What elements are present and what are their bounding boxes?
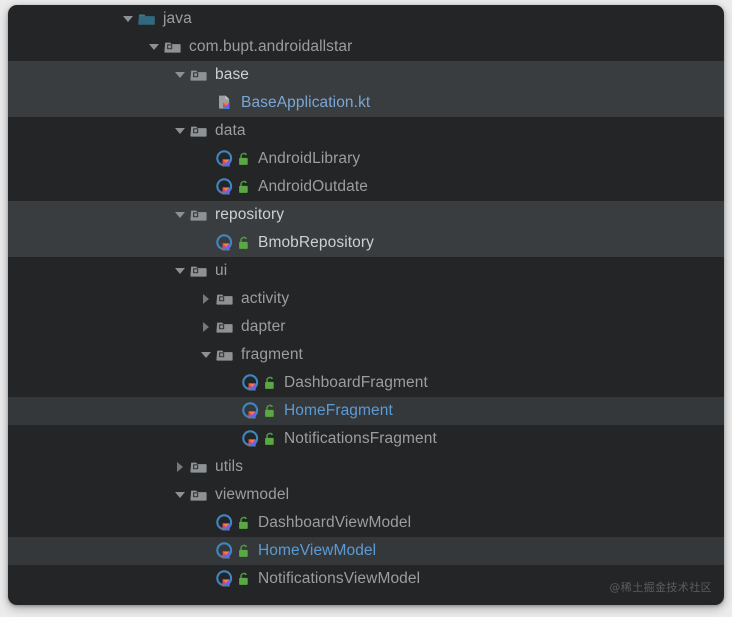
kotlin-class-icon [216, 178, 234, 196]
chevron-placeholder-icon [198, 571, 214, 587]
chevron-right-icon[interactable] [172, 459, 188, 475]
tree-row-label: BmobRepository [258, 234, 374, 251]
tree-row-label: AndroidOutdate [258, 178, 368, 195]
tree-row[interactable]: fragment [8, 341, 724, 369]
tree-row-label: BaseApplication.kt [241, 94, 371, 111]
chevron-placeholder-icon [224, 403, 240, 419]
chevron-down-icon[interactable] [198, 347, 214, 363]
kotlin-class-icon [216, 150, 234, 168]
tree-row-label: java [163, 10, 192, 27]
folder-package-icon [190, 458, 208, 476]
chevron-placeholder-icon [224, 375, 240, 391]
chevron-down-icon[interactable] [172, 67, 188, 83]
tree-row[interactable]: activity [8, 285, 724, 313]
chevron-placeholder-icon [198, 95, 214, 111]
tree-row-label: NotificationsFragment [284, 430, 437, 447]
tree-row[interactable]: viewmodel [8, 481, 724, 509]
folder-package-icon [190, 122, 208, 140]
kotlin-file-icon [216, 94, 234, 112]
folder-package-icon [190, 486, 208, 504]
folder-package-icon [190, 262, 208, 280]
folder-package-icon [216, 318, 234, 336]
tree-row[interactable]: repository [8, 201, 724, 229]
tree-row-label: NotificationsViewModel [258, 570, 421, 587]
tree-row-label: viewmodel [215, 486, 290, 503]
watermark-text: @稀土掘金技术社区 [609, 581, 712, 594]
kotlin-class-icon [242, 374, 260, 392]
tree-row[interactable]: utils [8, 453, 724, 481]
chevron-down-icon[interactable] [172, 263, 188, 279]
chevron-placeholder-icon [198, 515, 214, 531]
chevron-placeholder-icon [198, 543, 214, 559]
tree-row[interactable]: NotificationsViewModel [8, 565, 724, 593]
chevron-placeholder-icon [198, 179, 214, 195]
public-lock-icon [237, 543, 250, 559]
public-lock-icon [237, 235, 250, 251]
public-lock-icon [263, 403, 276, 419]
kotlin-class-icon [216, 234, 234, 252]
chevron-right-icon[interactable] [198, 291, 214, 307]
tree-row[interactable]: base [8, 61, 724, 89]
chevron-placeholder-icon [224, 431, 240, 447]
tree-row-label: repository [215, 206, 285, 223]
chevron-down-icon[interactable] [146, 39, 162, 55]
tree-row-label: DashboardFragment [284, 374, 428, 391]
tree-row[interactable]: data [8, 117, 724, 145]
tree-row-label: data [215, 122, 246, 139]
tree-row[interactable]: ui [8, 257, 724, 285]
tree-row[interactable]: BmobRepository [8, 229, 724, 257]
tree-row[interactable]: java [8, 5, 724, 33]
tree-row-label: AndroidLibrary [258, 150, 361, 167]
tree-row[interactable]: BaseApplication.kt [8, 89, 724, 117]
tree-row[interactable]: HomeFragment [8, 397, 724, 425]
kotlin-class-icon [242, 402, 260, 420]
tree-row-label: HomeViewModel [258, 542, 377, 559]
public-lock-icon [263, 431, 276, 447]
tree-row-label: dapter [241, 318, 286, 335]
folder-package-icon [164, 38, 182, 56]
chevron-placeholder-icon [198, 151, 214, 167]
folder-package-icon [190, 66, 208, 84]
public-lock-icon [237, 179, 250, 195]
kotlin-class-icon [216, 570, 234, 588]
chevron-down-icon[interactable] [172, 207, 188, 223]
tree-row-label: activity [241, 290, 290, 307]
tree-row-label: fragment [241, 346, 303, 363]
kotlin-class-icon [242, 430, 260, 448]
tree-row-label: DashboardViewModel [258, 514, 412, 531]
tree-row-label: com.bupt.androidallstar [189, 38, 353, 55]
tree-row[interactable]: com.bupt.androidallstar [8, 33, 724, 61]
public-lock-icon [237, 571, 250, 587]
tree-row-label: HomeFragment [284, 402, 393, 419]
folder-source-icon [138, 10, 156, 28]
kotlin-class-icon [216, 542, 234, 560]
chevron-down-icon[interactable] [120, 11, 136, 27]
tree-row-label: utils [215, 458, 244, 475]
tree-row[interactable]: AndroidLibrary [8, 145, 724, 173]
folder-package-icon [216, 290, 234, 308]
folder-package-icon [190, 206, 208, 224]
chevron-down-icon[interactable] [172, 123, 188, 139]
tree-row[interactable]: dapter [8, 313, 724, 341]
public-lock-icon [263, 375, 276, 391]
chevron-down-icon[interactable] [172, 487, 188, 503]
public-lock-icon [237, 515, 250, 531]
chevron-right-icon[interactable] [198, 319, 214, 335]
chevron-placeholder-icon [198, 235, 214, 251]
tree-row[interactable]: DashboardViewModel [8, 509, 724, 537]
tree-row-label: base [215, 66, 250, 83]
tree-row[interactable]: DashboardFragment [8, 369, 724, 397]
tree-row[interactable]: AndroidOutdate [8, 173, 724, 201]
tree-row[interactable]: NotificationsFragment [8, 425, 724, 453]
public-lock-icon [237, 151, 250, 167]
tree-row-label: ui [215, 262, 228, 279]
tree-row[interactable]: HomeViewModel [8, 537, 724, 565]
kotlin-class-icon [216, 514, 234, 532]
folder-package-icon [216, 346, 234, 364]
